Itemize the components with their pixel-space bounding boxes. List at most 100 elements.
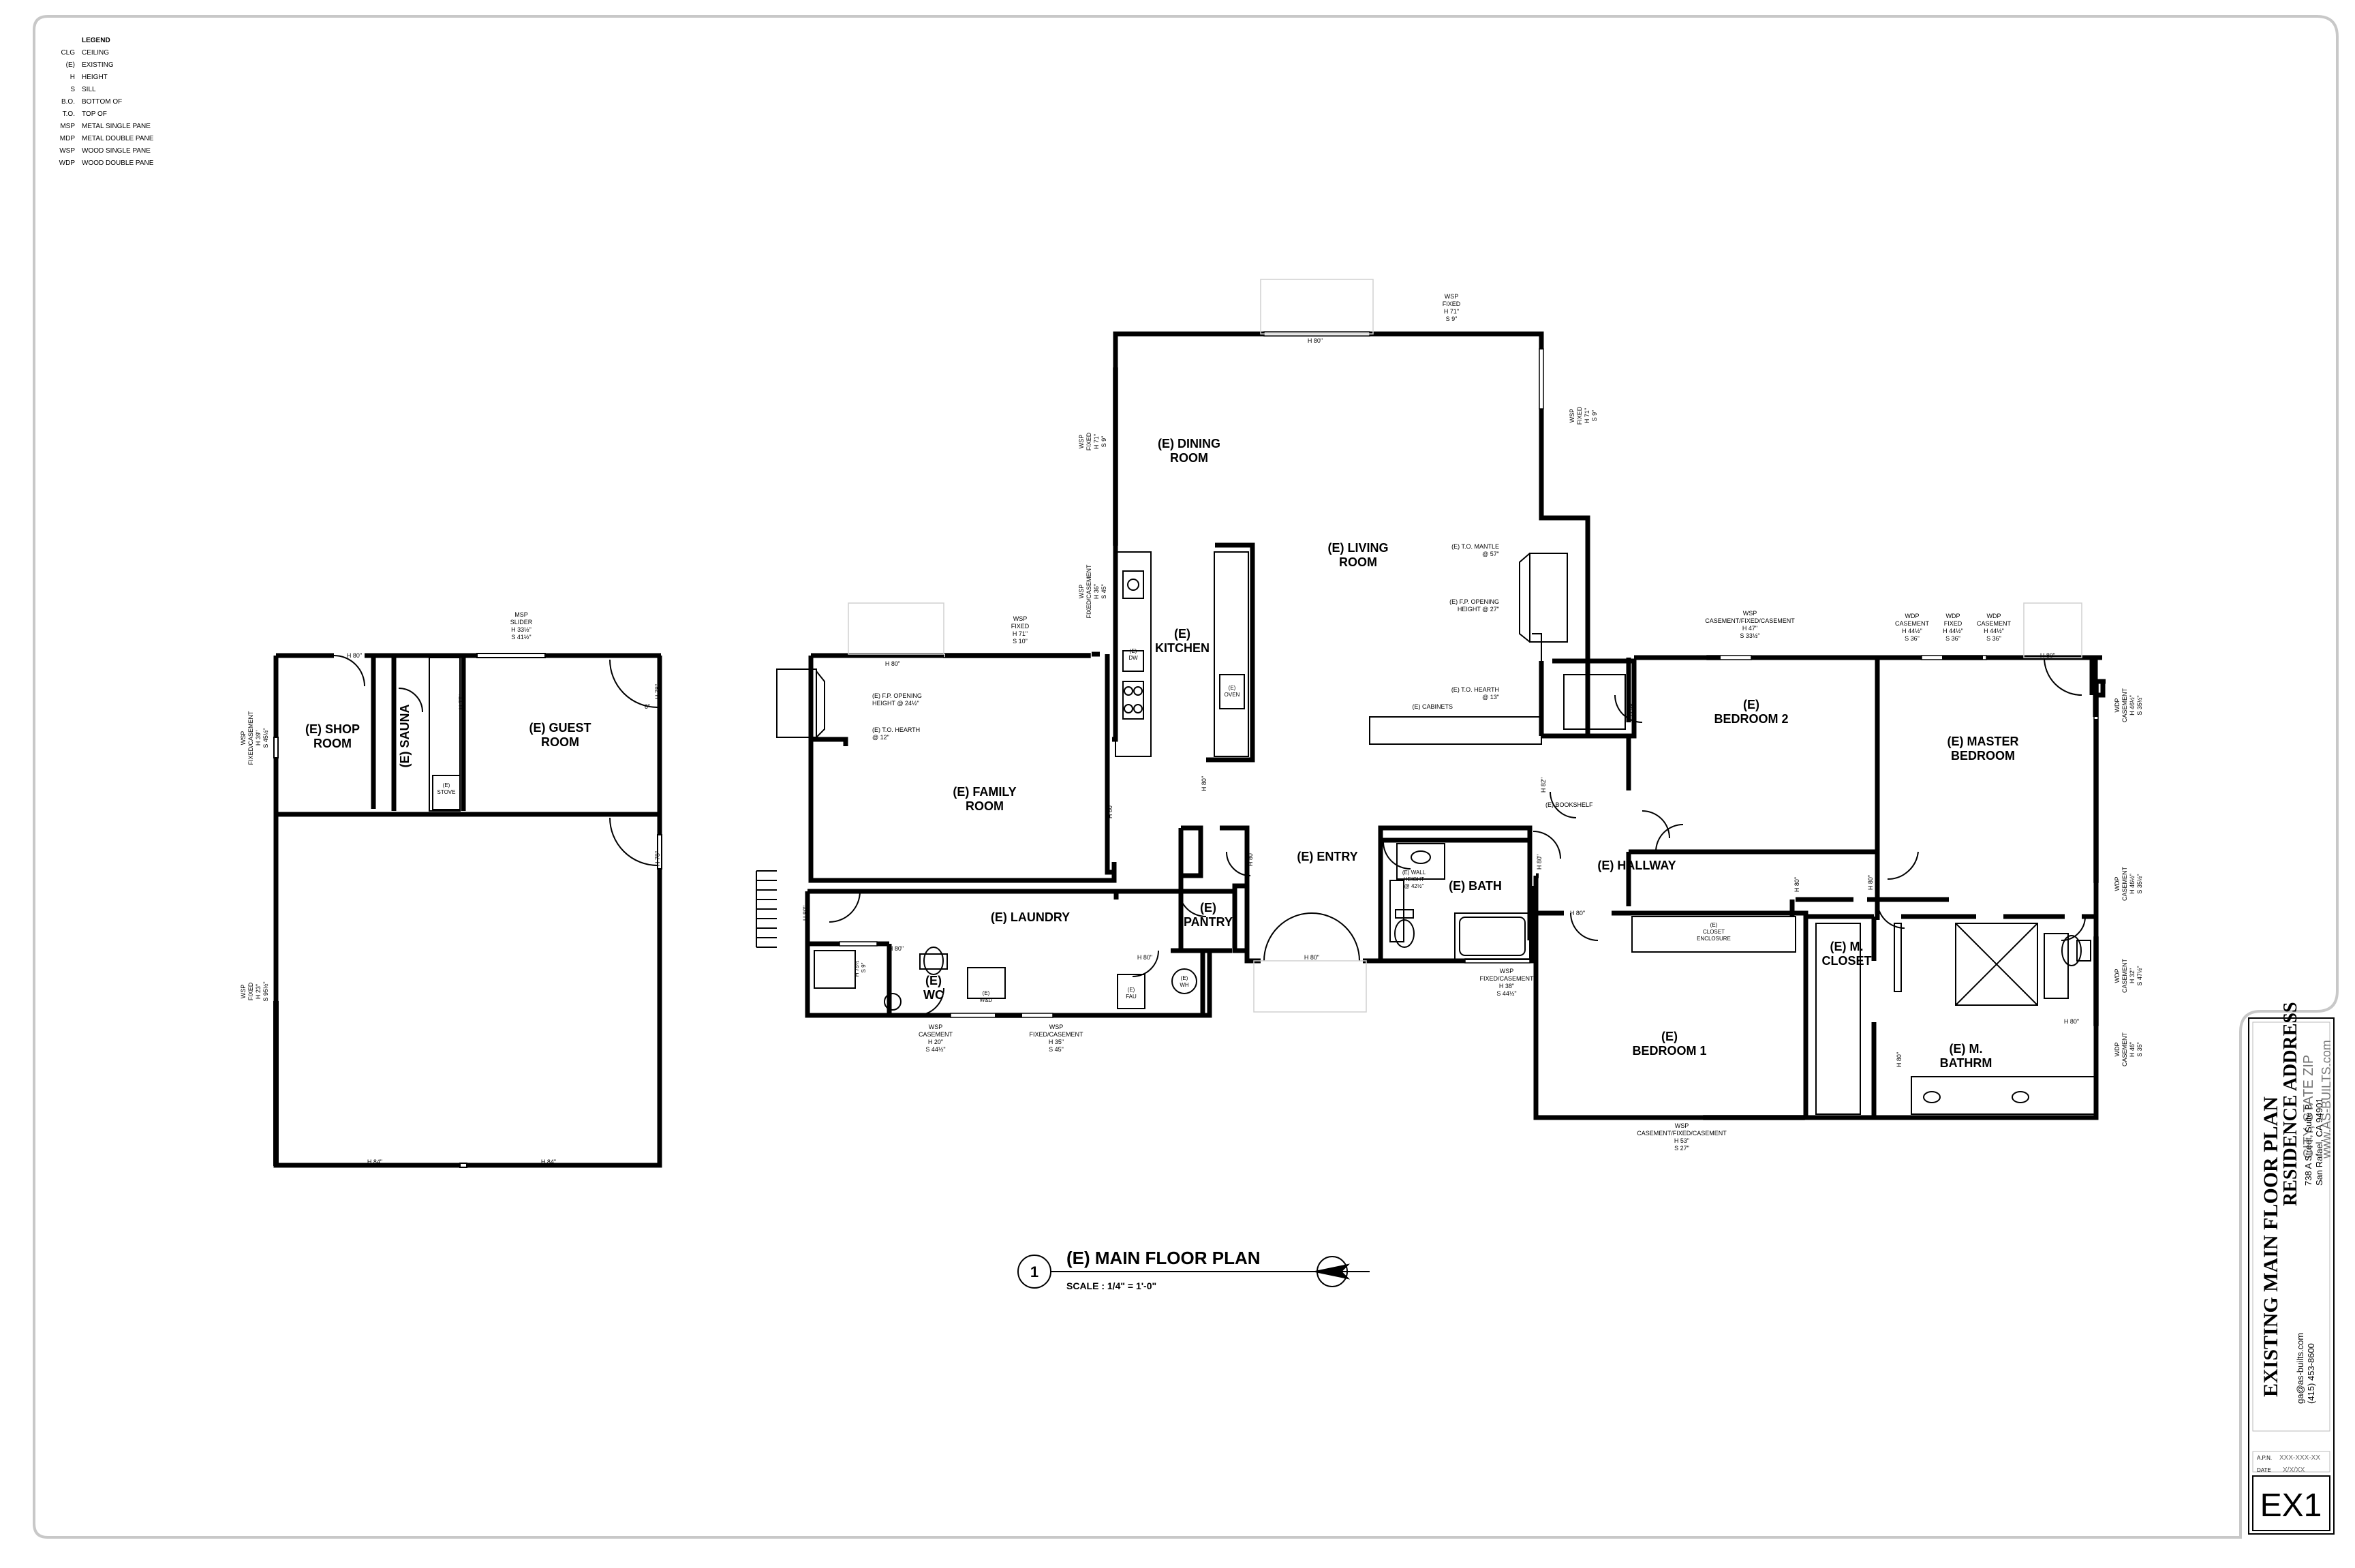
window-note-garage_left-line: WSP — [240, 985, 247, 999]
height-label: H 80" — [889, 945, 904, 952]
height-label: 6" — [645, 703, 650, 710]
light-outlines — [848, 279, 2082, 1013]
plan-number: 1 — [1030, 1263, 1038, 1280]
window-note-guest_top-line: S 41½" — [511, 634, 531, 641]
room-pantry-line: (E) — [1200, 901, 1216, 914]
plan-scale: SCALE : 1/4" = 1'-0" — [1066, 1280, 1156, 1291]
legend-abbr: MSP — [60, 123, 75, 130]
room-kitchen-line: (E) — [1174, 627, 1190, 641]
room-entry-line: (E) ENTRY — [1297, 850, 1357, 863]
height-label: H 80" — [885, 660, 900, 667]
room-family-line: ROOM — [966, 799, 1004, 813]
main-house-details — [756, 551, 2096, 1115]
legend-abbr: (E) — [66, 61, 75, 69]
window-note-wc-line: S 44½" — [925, 1046, 945, 1053]
wall-height-note-line: HEIGHT — [1404, 876, 1424, 882]
room-master-line: BEDROOM — [1951, 749, 2015, 763]
legend-abbr: T.O. — [63, 110, 75, 118]
height-label: H 84" — [541, 1158, 556, 1165]
window-note-laundry-line: S 45" — [1049, 1046, 1064, 1053]
room-bath-line: (E) BATH — [1449, 879, 1502, 893]
room-living-line: (E) LIVING — [1328, 541, 1389, 555]
main-house-walls — [805, 331, 2106, 1120]
room-dining-line: ROOM — [1170, 451, 1208, 465]
height-label: H 77" — [458, 694, 465, 709]
fixture-fau-line: (E) — [1128, 987, 1135, 993]
legend-desc: SILL — [82, 86, 96, 93]
room-guest-line: (E) GUEST — [529, 721, 591, 735]
window-note-guest_top-line: MSP — [514, 611, 528, 618]
window-note-family_top-line: FIXED — [1011, 623, 1030, 630]
bookshelf-note: (E) BOOKSHELF — [1545, 801, 1593, 808]
fixture-wd-line: (E) — [983, 990, 990, 996]
room-kitchen-line: KITCHEN — [1155, 641, 1210, 655]
title-block: EXISTING MAIN FLOOR PLAN RESIDENCE ADDRE… — [2248, 1002, 2335, 1535]
window-note-garage_left-line: FIXED — [247, 982, 254, 1000]
fixture-dw-line: (E) — [1130, 648, 1137, 654]
legend-abbr: H — [70, 74, 75, 81]
height-label: H 80" — [1896, 1052, 1903, 1067]
tb-address2: San Rafael, CA 94901 — [2314, 1098, 2324, 1186]
window-note-kitchen-line: S 45" — [1100, 584, 1107, 599]
window-note-bath-line: H 38" — [1499, 983, 1514, 989]
north-arrow-icon — [1314, 1256, 1351, 1287]
window-note-dining_top-line: S 9" — [1446, 316, 1458, 322]
sheet-border — [33, 15, 2339, 1539]
window-note-dining_left-line: FIXED — [1086, 432, 1092, 450]
window-note-bedroom2_top-line: CASEMENT/FIXED/CASEMENT — [1705, 617, 1795, 624]
family-fp-note-line: HEIGHT @ 24½" — [872, 700, 919, 707]
tb-date: X/X/XX — [2283, 1466, 2305, 1474]
room-dining-line: (E) DINING — [1158, 437, 1220, 450]
height-label: H 80" — [1308, 337, 1323, 344]
room-sauna-line: (E) SAUNA — [398, 705, 412, 768]
room-bedroom2-line: BEDROOM 2 — [1714, 712, 1788, 726]
window-note-dining_top-line: FIXED — [1443, 301, 1461, 307]
window-note-master_w1-line: H 44½" — [1902, 628, 1922, 634]
window-note-family_top-line: H 71" — [1013, 630, 1028, 637]
height-label: H 80" — [2064, 1018, 2079, 1025]
window-note-master_w1-line: CASEMENT — [1895, 620, 1930, 627]
room-hallway-line: (E) HALLWAY — [1597, 859, 1676, 872]
window-note-kitchen-line: WSP — [1078, 585, 1085, 599]
window-note-living_right-line: S 9" — [1591, 410, 1598, 422]
fixture-oven-line: (E) — [1229, 685, 1236, 691]
legend-desc: METAL SINGLE PANE — [82, 123, 151, 130]
height-label: H 80" — [1794, 877, 1800, 892]
window-note-dining_left-line: WSP — [1078, 435, 1085, 449]
window-note-master_w1-line: S 36" — [1905, 635, 1920, 642]
window-note-mbath_r1-line: WDP — [2114, 969, 2121, 983]
fireplace-note-line: (E) F.P. OPENING — [1449, 598, 1499, 605]
window-note-bath-line: WSP — [1500, 968, 1514, 974]
window-note-bedroom2_top-line: WSP — [1743, 610, 1757, 617]
window-note-master_r2-line: CASEMENT — [2121, 867, 2128, 902]
room-master-line: (E) MASTER — [1948, 735, 2019, 748]
window-note-master_r2-line: H 46½" — [2129, 874, 2136, 894]
height-label: H 80" — [1570, 910, 1585, 917]
window-note-bedroom1-line: WSP — [1675, 1122, 1689, 1129]
fixture-stove-line: STOVE — [437, 789, 456, 795]
tb-title1: EXISTING MAIN FLOOR PLAN — [2260, 1096, 2282, 1397]
height-label: H 80" — [2040, 652, 2055, 659]
fireplace-note-line: (E) T.O. MANTLE — [1451, 543, 1499, 550]
window-note-guest_top-line: SLIDER — [510, 619, 533, 626]
window-note-master_w3-line: CASEMENT — [1977, 620, 2012, 627]
height-label: H 80" — [1867, 875, 1874, 890]
window-note-garage_left-line: H 23" — [255, 984, 262, 999]
height-label: H 80" — [802, 906, 809, 921]
fixture-stove-line: (E) — [443, 782, 450, 788]
room-family-line: (E) FAMILY — [953, 785, 1016, 799]
legend-abbr: S — [70, 86, 75, 93]
window-note-dining_top-line: WSP — [1445, 293, 1459, 300]
window-note-bedroom1-line: H 53" — [1674, 1137, 1689, 1144]
tb-title2: RESIDENCE ADDRESS — [2280, 1002, 2301, 1206]
window-note-wc-line: WSP — [929, 1024, 943, 1030]
window-note-guest_top-line: H 33½" — [511, 626, 532, 633]
plan-title-text: (E) MAIN FLOOR PLAN — [1066, 1248, 1261, 1268]
fixture-oven-line: OVEN — [1225, 692, 1240, 698]
room-living-line: ROOM — [1339, 555, 1377, 569]
room-guest-line: ROOM — [541, 735, 579, 749]
room-shop-line: (E) SHOP — [305, 722, 360, 736]
tb-date-label: DATE — [2257, 1467, 2271, 1473]
window-note-master_w3-line: WDP — [1987, 613, 2001, 619]
